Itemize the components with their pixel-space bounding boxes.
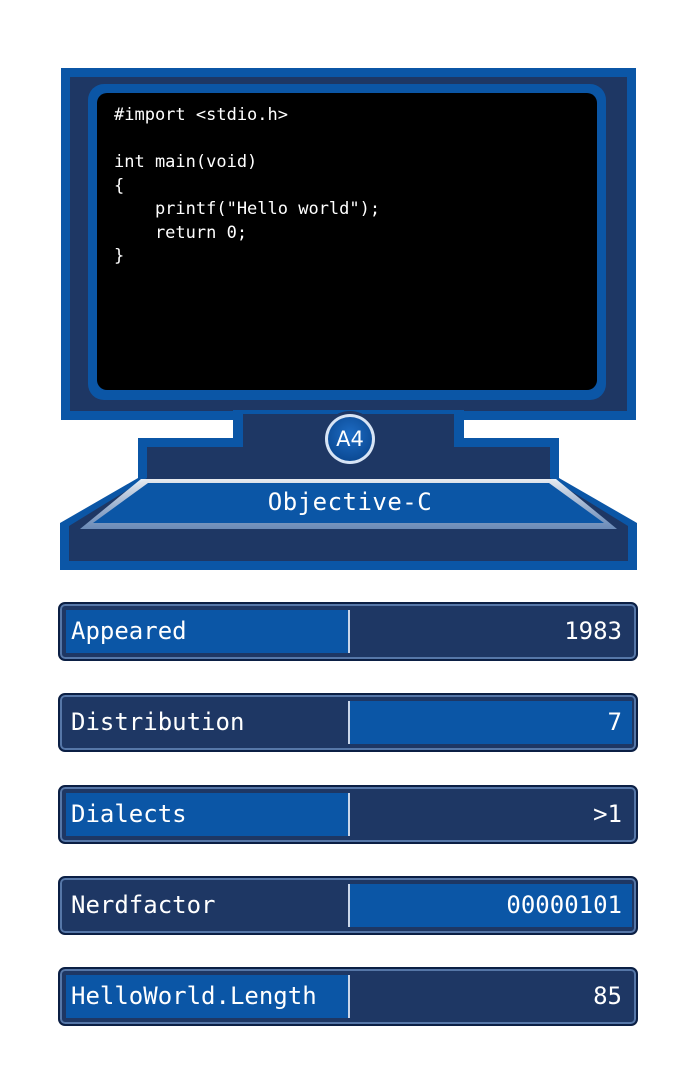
stat-divider	[348, 884, 350, 927]
stat-row-distribution: Distribution 7	[58, 693, 638, 752]
code-line: {	[114, 175, 125, 196]
stat-divider	[348, 701, 350, 744]
stat-label: HelloWorld.Length	[66, 975, 348, 1018]
stat-row-nerdfactor: Nerdfactor 00000101	[58, 876, 638, 935]
stat-value: >1	[350, 793, 632, 836]
code-snippet: #import <stdio.h> int main(void) { print…	[114, 104, 380, 269]
code-line: printf("Hello world");	[114, 199, 381, 219]
stat-row-appeared: Appeared 1983	[58, 602, 638, 661]
badge-label: A4	[336, 427, 364, 451]
code-line: #import <stdio.h>	[114, 105, 288, 125]
stat-value: 85	[350, 975, 632, 1018]
stat-divider	[348, 975, 350, 1018]
stat-label: Distribution	[66, 701, 348, 744]
monitor-stand	[60, 410, 637, 570]
stat-label: Nerdfactor	[66, 884, 348, 927]
code-line: }	[114, 246, 125, 266]
stat-row-dialects: Dialects >1	[58, 785, 638, 844]
monitor-illustration	[60, 68, 637, 570]
badge-circle	[322, 411, 378, 467]
code-line: return 0;	[114, 222, 248, 243]
stat-divider	[348, 610, 350, 653]
language-title: Objective-C	[267, 488, 433, 516]
stat-value: 00000101	[350, 884, 632, 927]
stat-divider	[348, 793, 350, 836]
code-screen	[88, 84, 606, 400]
stat-value: 1983	[350, 610, 632, 653]
stat-row-helloworld-length: HelloWorld.Length 85	[58, 967, 638, 1026]
stat-label: Dialects	[66, 793, 348, 836]
stat-label: Appeared	[66, 610, 348, 653]
stat-value: 7	[350, 701, 632, 744]
code-line: int main(void)	[114, 152, 258, 172]
